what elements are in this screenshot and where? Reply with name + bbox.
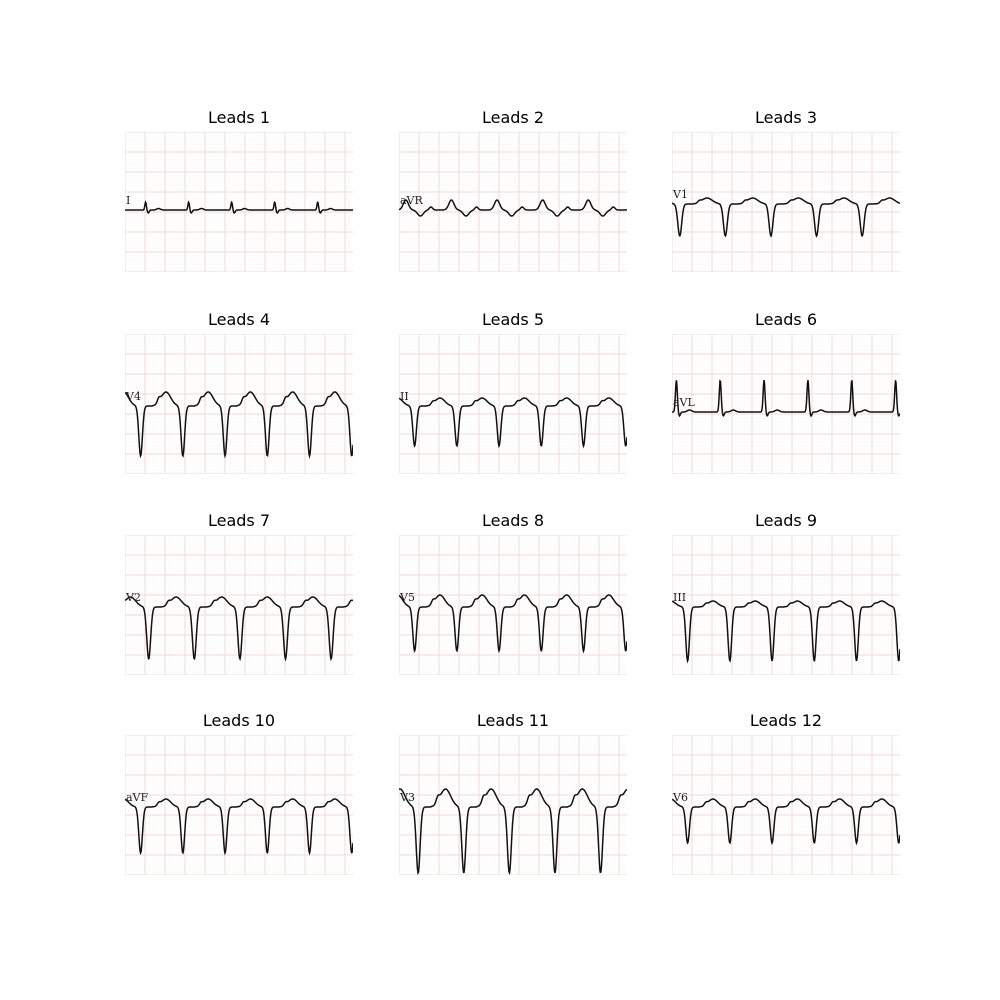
- ecg-strip: II: [399, 334, 627, 474]
- ecg-grid: [399, 535, 627, 675]
- ecg-grid: [125, 132, 353, 272]
- ecg-trace: [672, 600, 900, 664]
- ecg-trace: [125, 798, 353, 856]
- lead-panel: Leads 9 III: [672, 511, 900, 675]
- panel-title: Leads 1: [207, 108, 271, 127]
- ecg-strip: V6: [672, 735, 900, 875]
- lead-panel: Leads 11 V3: [399, 711, 627, 875]
- lead-panel: Leads 12 V6: [672, 711, 900, 875]
- panel-title: Leads 12: [749, 711, 823, 730]
- lead-panel: Leads 4 V4: [125, 310, 353, 474]
- ecg-trace: [125, 596, 353, 662]
- panel-title: Leads 4: [207, 310, 271, 329]
- lead-panel: Leads 2 aVR: [399, 108, 627, 272]
- panel-title: Leads 3: [754, 108, 818, 127]
- ecg-strip: V3: [399, 735, 627, 875]
- lead-label: V6: [672, 791, 688, 804]
- ecg-trace: [399, 199, 627, 217]
- lead-label: V1: [672, 188, 688, 201]
- panel-title: Leads 8: [481, 511, 545, 530]
- lead-panel: Leads 3 V1: [672, 108, 900, 272]
- ecg-trace: [672, 798, 900, 846]
- lead-label: V2: [125, 591, 141, 604]
- ecg-trace: [672, 197, 900, 238]
- lead-label: V5: [399, 591, 415, 604]
- ecg-grid: [125, 334, 353, 474]
- panel-title: Leads 10: [202, 711, 276, 730]
- panel-title: Leads 2: [481, 108, 545, 127]
- lead-label: II: [400, 390, 409, 403]
- ecg-trace: [399, 788, 627, 875]
- ecg-strip: aVR: [399, 132, 627, 272]
- ecg-grid: [399, 334, 627, 474]
- ecg-grid: [672, 535, 900, 675]
- lead-panel: Leads 7 V2: [125, 511, 353, 675]
- lead-panel: Leads 8 V5: [399, 511, 627, 675]
- ecg-strip: III: [672, 535, 900, 675]
- lead-panel: Leads 10 aVF: [125, 711, 353, 875]
- lead-label: III: [673, 591, 686, 604]
- ecg-trace: [672, 379, 900, 418]
- lead-panel: Leads 1 I: [125, 108, 353, 272]
- ecg-grid: [672, 334, 900, 474]
- panel-title: Leads 7: [207, 511, 271, 530]
- lead-label: I: [126, 194, 130, 207]
- ecg-trace: [399, 397, 627, 449]
- lead-label: V4: [125, 390, 141, 403]
- ecg-strip: aVF: [125, 735, 353, 875]
- lead-label: aVR: [400, 194, 424, 207]
- ecg-trace: [125, 391, 353, 459]
- lead-panel: Leads 5 II: [399, 310, 627, 474]
- panel-title: Leads 11: [476, 711, 550, 730]
- panel-title: Leads 5: [481, 310, 545, 329]
- lead-label: aVL: [673, 396, 696, 409]
- ecg-grid: [399, 132, 627, 272]
- ecg-grid: [672, 735, 900, 875]
- ecg-trace: [399, 594, 627, 654]
- ecg-strip: aVL: [672, 334, 900, 474]
- lead-panel: Leads 6 aVL: [672, 310, 900, 474]
- ecg-strip: V5: [399, 535, 627, 675]
- panel-title: Leads 6: [754, 310, 818, 329]
- ecg-grid: [672, 132, 900, 272]
- panel-title: Leads 9: [754, 511, 818, 530]
- lead-label: aVF: [126, 791, 149, 804]
- lead-label: V3: [399, 791, 415, 804]
- ecg-strip: I: [125, 132, 353, 272]
- ecg-trace: [125, 200, 353, 214]
- ecg-strip: V4: [125, 334, 353, 474]
- ecg-strip: V1: [672, 132, 900, 272]
- ecg-grid: [125, 735, 353, 875]
- ecg-strip: V2: [125, 535, 353, 675]
